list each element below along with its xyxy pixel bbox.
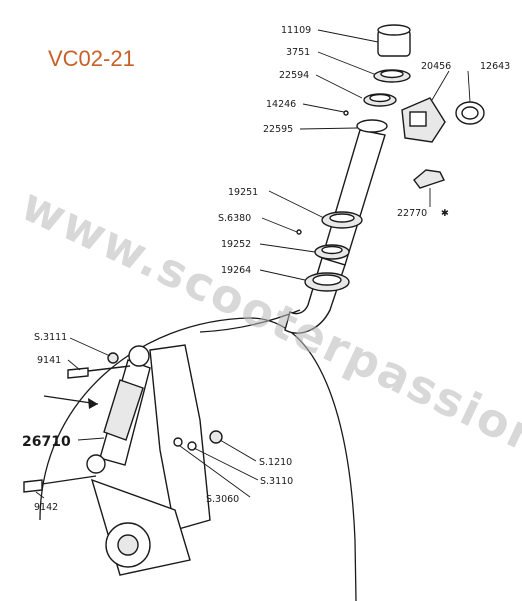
part-label-22770: 22770	[397, 208, 427, 219]
part-label-9142: 9142	[34, 502, 58, 513]
shock-absorber	[86, 345, 151, 474]
part-label-26710: 26710	[22, 434, 71, 450]
diagram-code: VC02-21	[48, 46, 135, 71]
part-label-22594: 22594	[279, 70, 309, 81]
top-bearing-stack	[343, 24, 411, 133]
lower-bearing-stack	[296, 211, 363, 292]
part-label-11109: 11109	[281, 25, 311, 36]
part-label-s6380: S.6380	[218, 213, 251, 224]
part-label-19264: 19264	[221, 265, 251, 276]
part-label-s3111: S.3111	[34, 332, 67, 343]
steering-lock	[401, 97, 485, 189]
pointer-arrow	[43, 395, 99, 409]
part-label-19251: 19251	[228, 187, 258, 198]
fork-arm	[90, 344, 211, 576]
part-label-s3110: S.3110	[260, 476, 293, 487]
part-label-12643: 12643	[480, 61, 510, 72]
part-label-22595: 22595	[263, 124, 293, 135]
part-label-19252: 19252	[221, 239, 251, 250]
part-label-20456: 20456	[421, 61, 451, 72]
part-label-22770-asterisk: ✱	[441, 208, 449, 219]
part-label-3751: 3751	[286, 47, 310, 58]
part-label-9141: 9141	[37, 355, 61, 366]
fender-outline	[39, 317, 357, 601]
part-label-s1210: S.1210	[259, 457, 292, 468]
part-label-s3060: S.3060	[206, 494, 239, 505]
part-label-14246: 14246	[266, 99, 296, 110]
hardware-bolts	[23, 352, 223, 493]
watermark-text: www.scooterpassion.be	[13, 177, 522, 504]
leader-lines	[35, 29, 471, 499]
